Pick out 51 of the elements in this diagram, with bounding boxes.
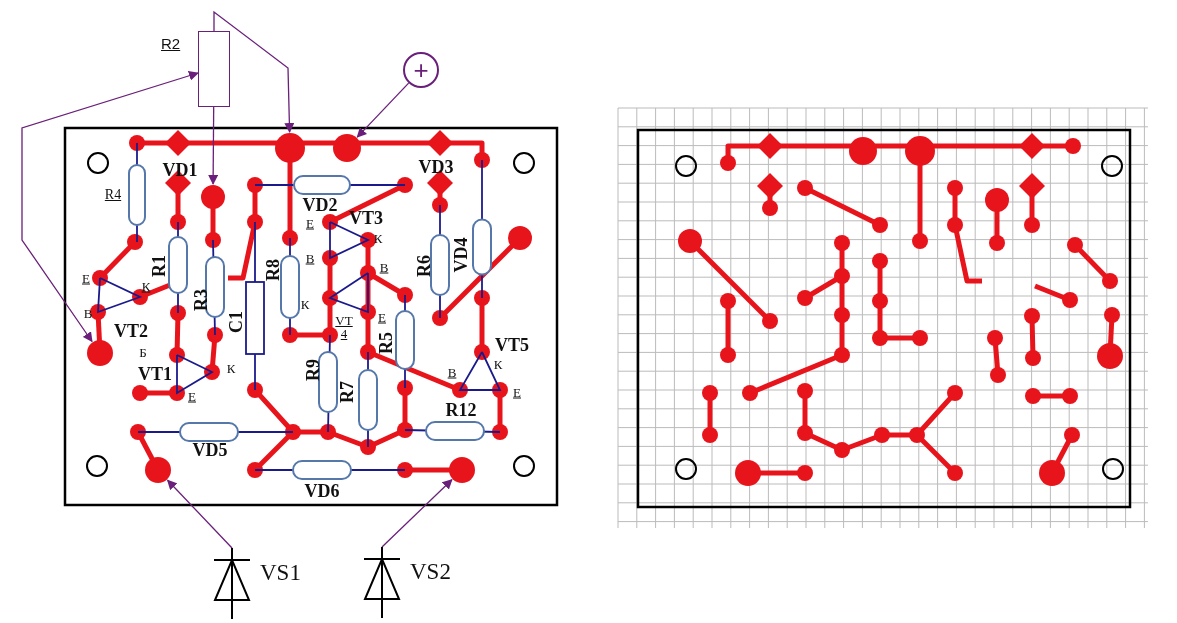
component-label: VT5 (495, 336, 529, 354)
arrow (381, 479, 453, 548)
component-label: R1 (150, 255, 168, 277)
component-label: VS2 (410, 560, 451, 583)
component-label: R7 (338, 381, 356, 403)
pin-label: К (373, 231, 383, 245)
pin-label: Е (306, 216, 314, 230)
pin-label: Е (82, 271, 90, 285)
component-label: R9 (304, 359, 322, 381)
pin-label: Е (378, 310, 386, 324)
component-label: VT2 (114, 322, 148, 340)
component-label: VS1 (260, 561, 301, 584)
component-label: VD4 (452, 237, 470, 273)
pin-label: В (447, 365, 457, 379)
solder-pad (333, 134, 361, 162)
solder-pad (275, 133, 305, 163)
pin-label: В (379, 260, 389, 274)
component-label: R6 (415, 255, 433, 277)
component-label: VT1 (138, 365, 172, 383)
component-label: R5 (377, 332, 395, 354)
solder-pad (449, 457, 475, 483)
arrow (213, 10, 295, 133)
component-label: VD1 (162, 161, 198, 179)
component-label: VD6 (304, 482, 340, 500)
component-label: C1 (227, 311, 245, 333)
component-label: R12 (445, 401, 477, 419)
component-label: VD3 (418, 158, 454, 176)
pin-label: Е (188, 389, 196, 403)
component-label: R3 (192, 289, 210, 311)
pin-label: R4 (104, 188, 122, 202)
pin-label: К (226, 361, 236, 375)
pin-label: К (300, 297, 310, 311)
arrow (21, 70, 199, 343)
arrow (166, 479, 233, 549)
pin-label: Б (139, 345, 147, 359)
component-label: R2 (161, 36, 181, 51)
pin-label: К (493, 357, 503, 371)
component-label: VD5 (192, 441, 228, 459)
pin-label: К (141, 279, 151, 293)
component-label: VD2 (302, 196, 338, 214)
pin-label: VT 4 (335, 314, 353, 340)
solder-pad (87, 340, 113, 366)
arrow (356, 82, 410, 138)
pin-label: В (305, 251, 315, 265)
pin-label: В (83, 306, 93, 320)
terminal-symbol: + (403, 52, 439, 88)
component-label: R8 (264, 259, 282, 281)
component-label: VT3 (349, 209, 383, 227)
pin-label: Е (513, 385, 521, 399)
solder-pad (201, 185, 225, 209)
solder-pad (145, 457, 171, 483)
